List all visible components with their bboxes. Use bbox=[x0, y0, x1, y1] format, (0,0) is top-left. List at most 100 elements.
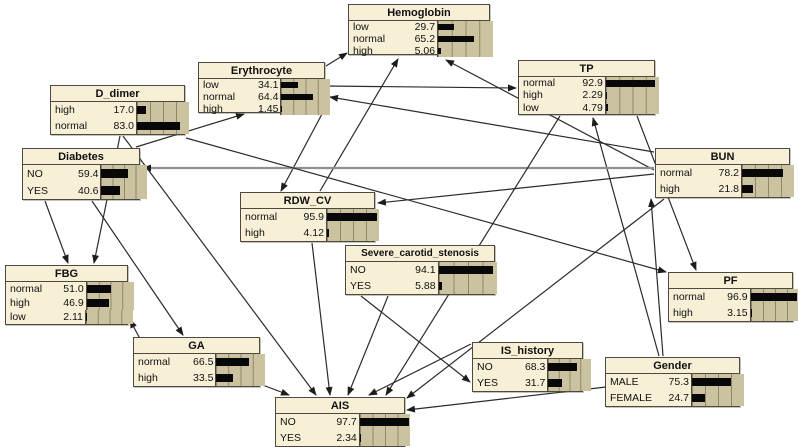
probability-bar bbox=[86, 285, 111, 293]
probability-bar-track bbox=[437, 262, 497, 278]
probability-bar-track bbox=[280, 91, 331, 103]
probability-bar-track bbox=[437, 21, 494, 33]
state-label: FEMALE bbox=[610, 392, 653, 404]
state-label: MALE bbox=[610, 376, 639, 388]
edge-Erythrocyte-to-TP bbox=[325, 84, 517, 92]
probability-bar-track bbox=[100, 165, 147, 182]
state-label: normal bbox=[245, 211, 278, 223]
probability-bar bbox=[750, 292, 798, 302]
node-title: AIS bbox=[276, 398, 404, 414]
probability-bar bbox=[359, 417, 409, 427]
probability-bar bbox=[741, 168, 783, 178]
probability-bar bbox=[281, 81, 299, 89]
probability-bar bbox=[750, 308, 753, 318]
node-title: GA bbox=[134, 338, 259, 354]
state-value: 59.4 bbox=[78, 167, 99, 180]
state-label: high bbox=[203, 103, 223, 115]
state-value: 2.11 bbox=[63, 311, 83, 323]
state-value: 97.7 bbox=[336, 416, 357, 428]
state-value: 21.8 bbox=[718, 183, 739, 195]
probability-bar-track bbox=[358, 414, 410, 430]
edge-Diabetes-to-GA bbox=[91, 200, 184, 336]
probability-bar bbox=[216, 373, 233, 383]
node-title: RDW_CV bbox=[241, 193, 374, 209]
state-label: normal bbox=[660, 167, 693, 179]
probability-bar bbox=[101, 185, 120, 196]
node-title: Severe_carotid_stenosis bbox=[346, 246, 494, 262]
state-label: YES bbox=[477, 377, 499, 389]
probability-bar-track bbox=[604, 101, 659, 114]
state-label: normal bbox=[523, 77, 556, 90]
node-title: Hemoglobin bbox=[349, 5, 489, 21]
state-value: 4.79 bbox=[582, 101, 603, 114]
state-value: 64.4 bbox=[258, 91, 279, 103]
state-label: low bbox=[523, 101, 539, 114]
probability-bar bbox=[438, 35, 474, 43]
probability-bar bbox=[438, 47, 441, 55]
state-value: 95.9 bbox=[303, 211, 324, 223]
edge-BUN-to-Hemoglobin bbox=[445, 59, 655, 171]
probability-bar bbox=[438, 23, 455, 31]
node-title: D_dimer bbox=[51, 86, 184, 102]
probability-bar bbox=[438, 281, 442, 291]
state-row: normal 95.9 bbox=[241, 209, 380, 225]
edge-RDW_CV-to-Hemoglobin bbox=[319, 58, 399, 192]
edge-BUN-to-AIS bbox=[406, 198, 665, 399]
state-label: NO bbox=[27, 167, 43, 180]
probability-bar bbox=[86, 299, 109, 307]
state-value: 5.06 bbox=[414, 45, 436, 57]
edge-D_dimer-to-AIS bbox=[122, 135, 317, 396]
state-value: 66.5 bbox=[193, 356, 214, 368]
edge-Gender-to-BUN bbox=[648, 198, 664, 357]
probability-bar bbox=[136, 121, 181, 131]
state-value: 24.7 bbox=[668, 392, 689, 404]
state-row: MALE 75.3 bbox=[606, 374, 745, 390]
probability-bar-track bbox=[325, 209, 380, 225]
probability-bar bbox=[605, 79, 656, 87]
node-title: Gender bbox=[606, 358, 739, 374]
state-value: 75.3 bbox=[668, 376, 689, 388]
state-value: 96.9 bbox=[727, 291, 748, 303]
probability-bar-track bbox=[547, 375, 591, 391]
probability-bar-track bbox=[749, 289, 798, 305]
probability-bar-track bbox=[749, 305, 798, 321]
probability-bar-track bbox=[100, 182, 147, 199]
state-value: 78.2 bbox=[718, 167, 739, 179]
state-label: high bbox=[523, 89, 543, 102]
